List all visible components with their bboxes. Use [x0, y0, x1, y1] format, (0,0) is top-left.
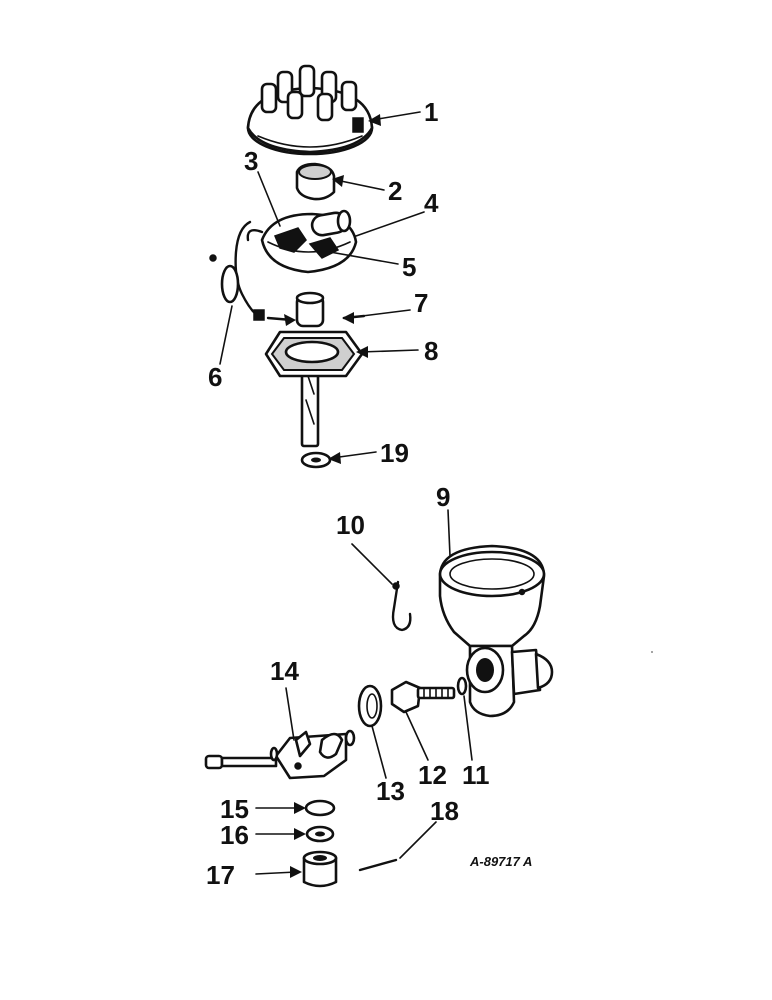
lock-washer [305, 825, 335, 843]
drawing-number: A-89717 A [469, 854, 532, 869]
callout-5: 5 [402, 252, 416, 282]
leader-lines [219, 111, 473, 878]
callout-7: 7 [414, 288, 428, 318]
callout-15: 15 [220, 794, 249, 824]
distributor-housing [438, 544, 554, 718]
callout-3: 3 [244, 146, 258, 176]
advance-weight-plate [264, 330, 364, 378]
distributor-cap [246, 64, 374, 156]
callout-1: 1 [424, 97, 438, 127]
callout-10: 10 [336, 510, 365, 540]
stray-dot [651, 651, 653, 653]
hold-down-clamp [274, 729, 356, 780]
callout-6: 6 [208, 362, 222, 392]
breaker-plate-assembly [246, 209, 358, 274]
spring-clip [391, 580, 412, 632]
callout-11: 11 [462, 760, 490, 790]
primary-lead-wire [209, 220, 265, 321]
o-ring-gasket [304, 799, 336, 817]
bushing [302, 850, 338, 888]
callout-16: 16 [220, 820, 249, 850]
callout-9: 9 [436, 482, 450, 512]
callout-4: 4 [424, 188, 439, 218]
callout-19: 19 [380, 438, 409, 468]
callout-18: 18 [430, 796, 459, 826]
thrust-washer [300, 451, 332, 469]
callout-17: 17 [206, 860, 235, 890]
callout-2: 2 [388, 176, 402, 206]
rotor [295, 162, 336, 201]
callout-12: 12 [418, 760, 447, 790]
clamp-bolt [204, 746, 279, 770]
distributor-shaft [295, 291, 325, 448]
callout-14: 14 [270, 656, 299, 686]
dowel-pin [358, 858, 398, 872]
small-gasket [456, 676, 468, 696]
adjusting-screw [390, 680, 456, 714]
callout-labels: 1 2 3 4 5 6 7 8 9 10 11 12 13 14 15 16 1… [206, 97, 490, 890]
callout-13: 13 [376, 776, 405, 806]
seal-ring [357, 684, 383, 728]
callout-8: 8 [424, 336, 438, 366]
